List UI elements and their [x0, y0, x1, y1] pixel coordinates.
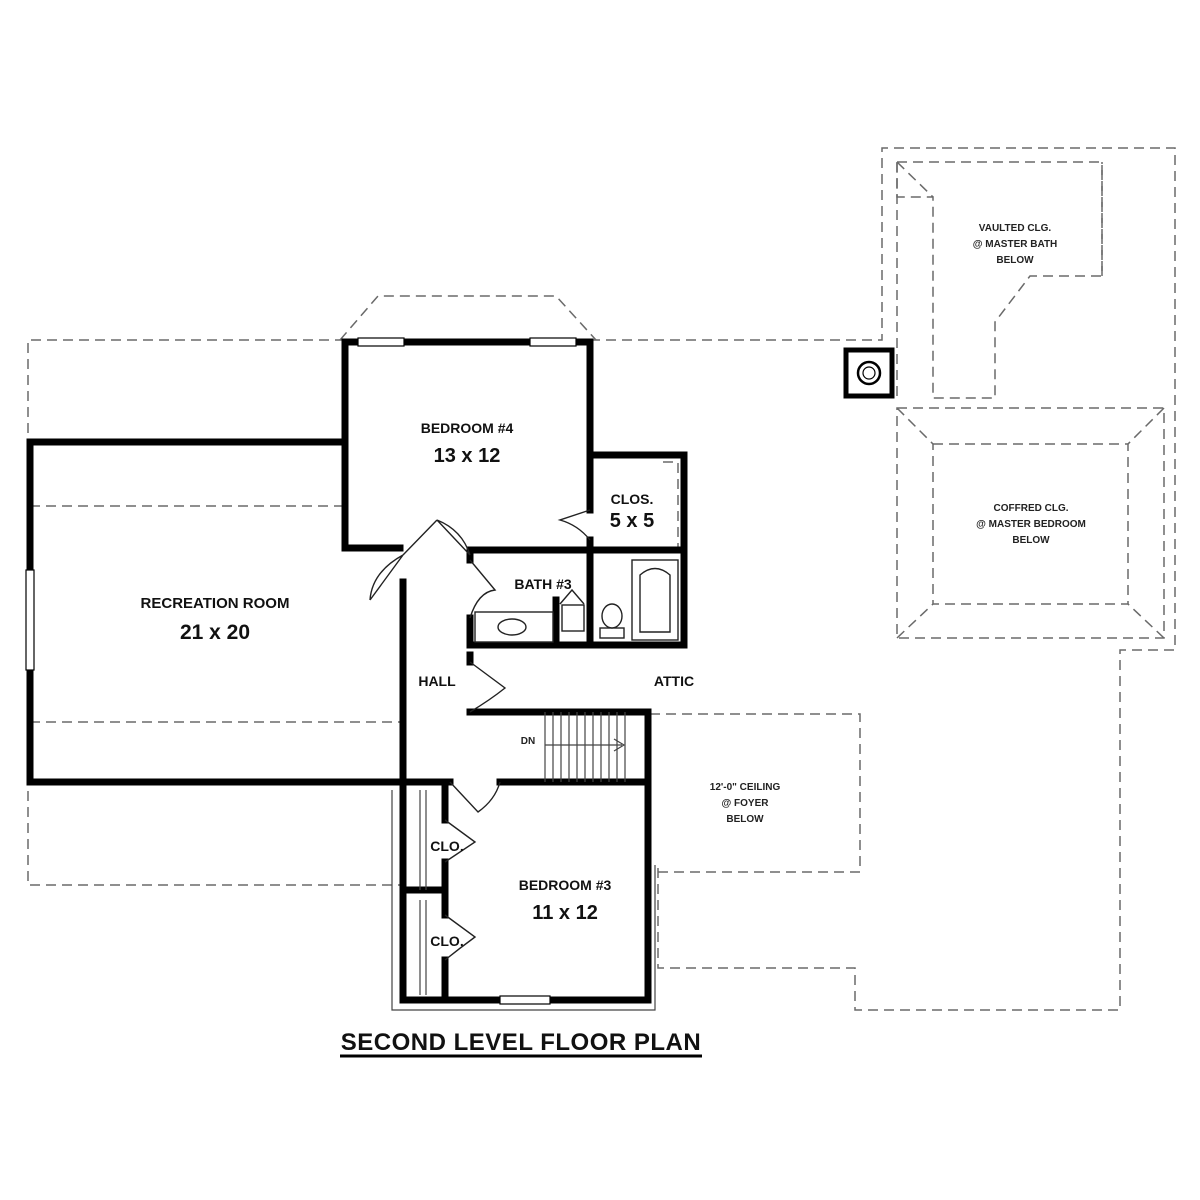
- recreation-room-size: 21 x 20: [180, 621, 250, 644]
- coffred-note-line1: COFFRED CLG.: [994, 503, 1069, 514]
- closet-rods: [419, 790, 427, 995]
- closet-upper-label: CLO.: [430, 838, 463, 854]
- closet-size: 5 x 5: [610, 510, 654, 532]
- plan-title: SECOND LEVEL FLOOR PLAN: [341, 1029, 701, 1056]
- hall-label: HALL: [418, 673, 456, 689]
- vaulted-note-line3: BELOW: [996, 255, 1034, 266]
- foyer-note-line3: BELOW: [726, 814, 764, 825]
- windows: [25, 337, 577, 1005]
- roof-outline: [27, 147, 1176, 1011]
- bedroom4-size: 13 x 12: [434, 445, 501, 467]
- coffred-note-line2: @ MASTER BEDROOM: [976, 519, 1086, 530]
- door-swing-icon: [369, 509, 591, 961]
- chimney-icon: [843, 347, 895, 399]
- coffred-note-line3: BELOW: [1012, 535, 1050, 546]
- sink-icon: [474, 611, 554, 643]
- bedroom4-label: BEDROOM #4: [421, 420, 514, 436]
- recreation-room-label: RECREATION ROOM: [141, 595, 290, 612]
- linen-cabinet: [559, 588, 585, 632]
- foyer-note-line2: @ FOYER: [722, 798, 770, 809]
- bath3-label: BATH #3: [514, 576, 572, 592]
- bedroom3-exterior-line: [391, 790, 656, 1011]
- vaulted-note-line2: @ MASTER BATH: [973, 239, 1058, 250]
- bedroom3-label: BEDROOM #3: [519, 877, 612, 893]
- stair-down-label: DN: [521, 736, 535, 747]
- bedroom3-size: 11 x 12: [532, 902, 598, 924]
- stairs: [544, 712, 626, 782]
- bathtub-icon: [631, 559, 679, 641]
- attic-label: ATTIC: [654, 673, 694, 689]
- closet-label: CLOS.: [611, 491, 654, 507]
- vaulted-note-line1: VAULTED CLG.: [979, 223, 1052, 234]
- foyer-note-line1: 12'-0" CEILING: [710, 782, 781, 793]
- closet-lower-label: CLO.: [430, 933, 463, 949]
- toilet-icon: [599, 603, 625, 639]
